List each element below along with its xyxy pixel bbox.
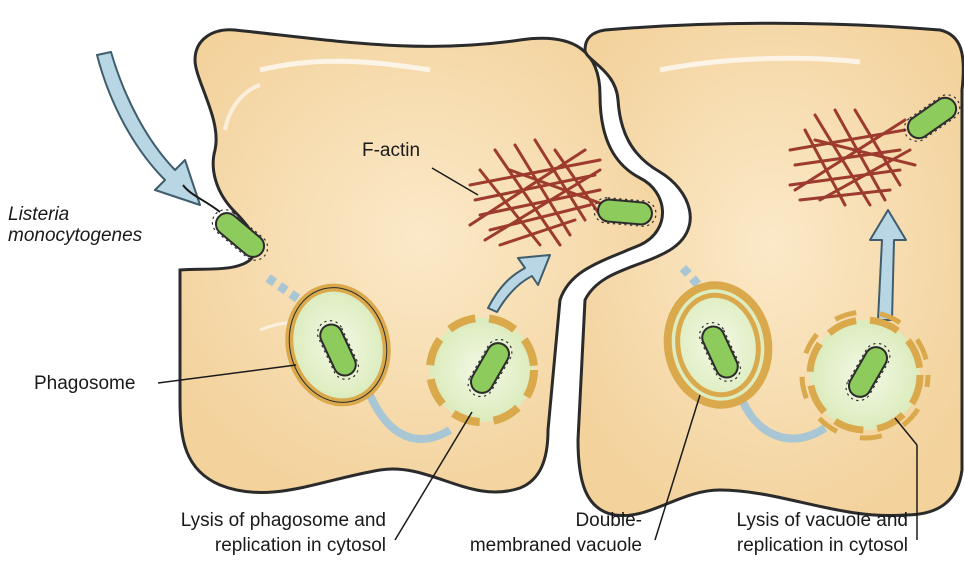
label-lysis-phagosome-line1: Lysis of phagosome and xyxy=(150,510,386,532)
label-lysis-vacuole-line2: replication in cytosol xyxy=(690,535,908,557)
entry-arrow xyxy=(97,52,200,205)
label-lysis-phagosome-line2: replication in cytosol xyxy=(150,535,386,557)
label-listeria-line2: monocytogenes xyxy=(8,225,142,247)
label-listeria-line1: Listeria xyxy=(8,204,69,226)
right-host-cell xyxy=(578,23,963,515)
label-phagosome: Phagosome xyxy=(34,373,135,395)
label-double-line1: Double- xyxy=(430,510,642,532)
label-double-line2: membraned vacuole xyxy=(430,535,642,557)
label-lysis-vacuole-line1: Lysis of vacuole and xyxy=(690,510,908,532)
label-factin: F-actin xyxy=(362,140,420,162)
